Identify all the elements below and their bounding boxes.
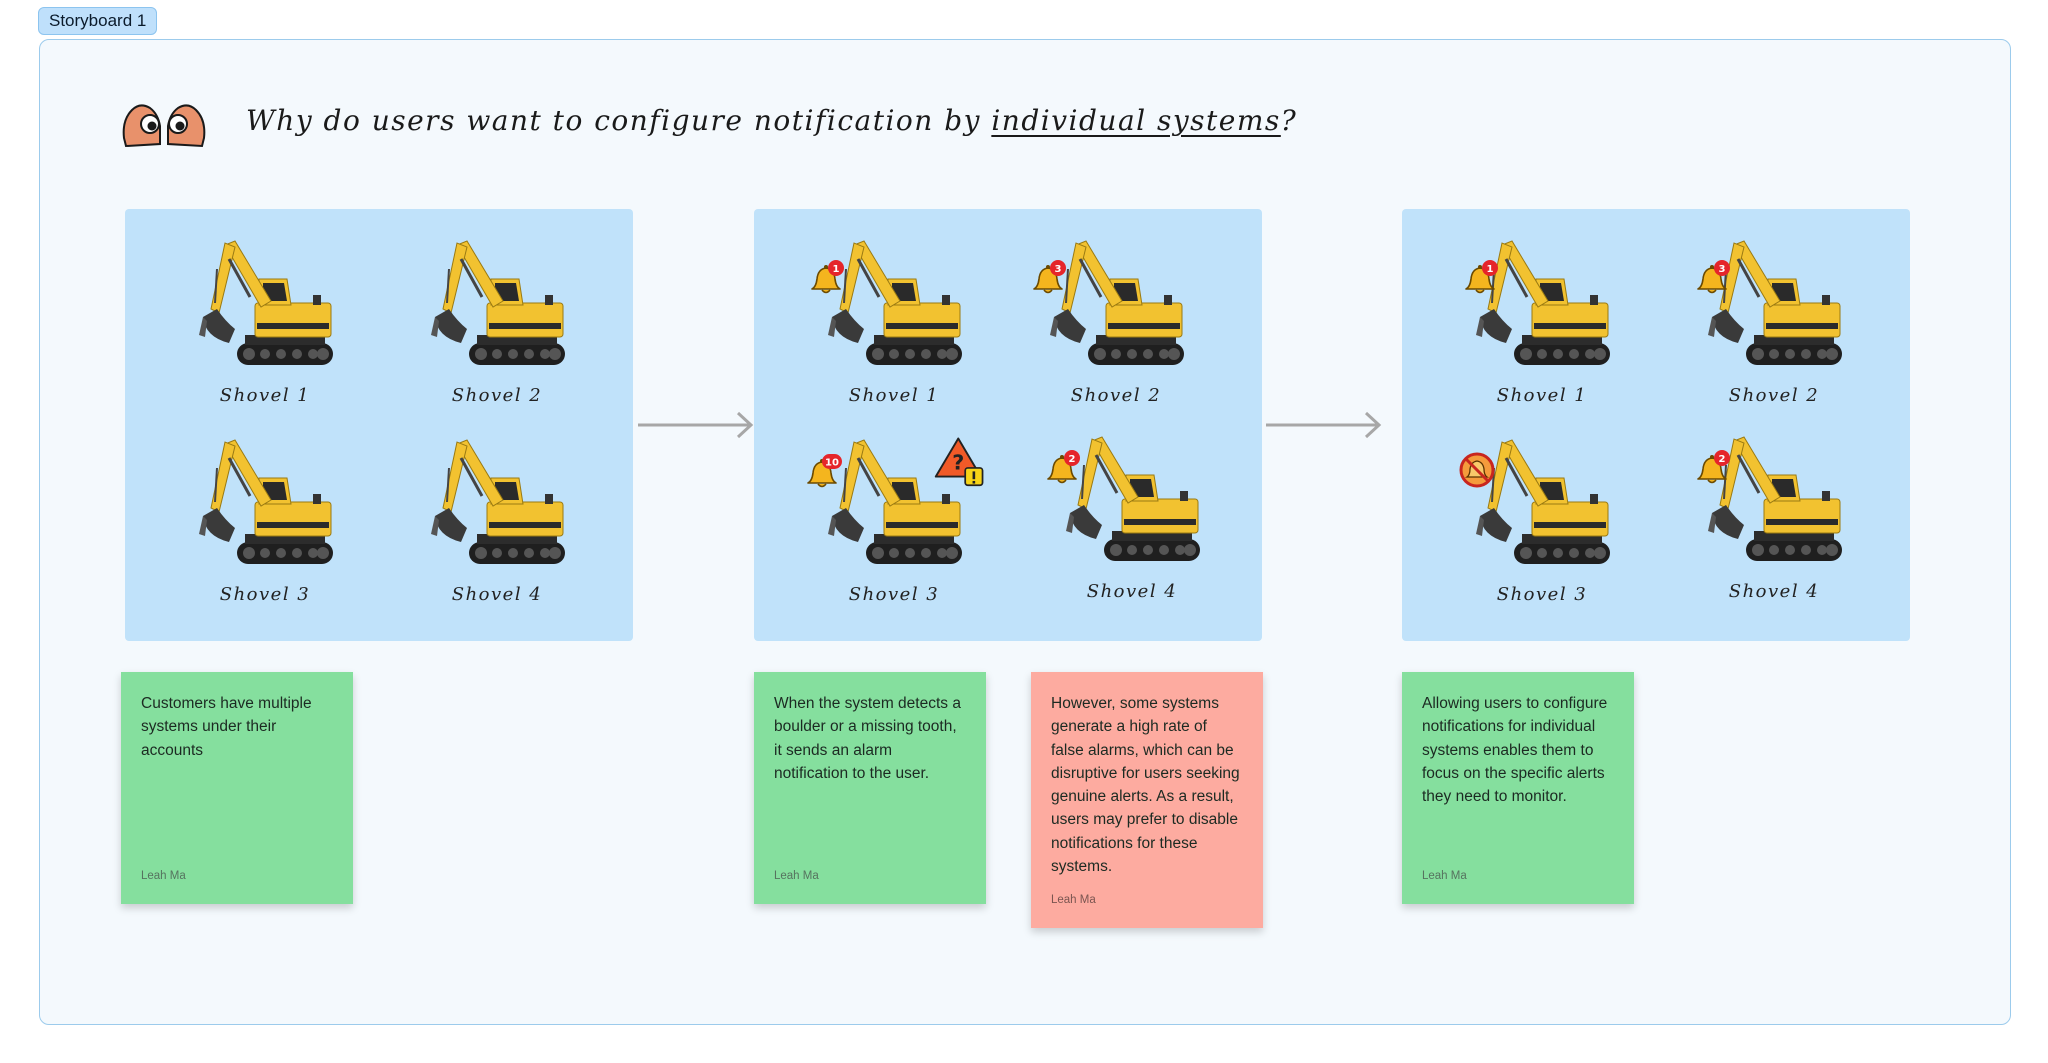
shovel-card[interactable]: Shovel 3 bbox=[165, 438, 365, 618]
panel-configured[interactable]: Shovel 1 Shovel 2 Shovel 3 Shovel 4 1 3 … bbox=[1402, 209, 1910, 641]
excavator-icon bbox=[1062, 435, 1202, 565]
badge-count: 2 bbox=[1069, 454, 1076, 465]
bell-notification-icon[interactable]: 1 bbox=[1462, 259, 1500, 297]
shovel-card[interactable]: Shovel 1 bbox=[1442, 239, 1642, 419]
panel-initial[interactable]: Shovel 1 Shovel 2 Shovel 3 Shovel 4 bbox=[125, 209, 633, 641]
badge-count: 1 bbox=[833, 264, 840, 275]
shovel-label: Shovel 2 bbox=[1728, 385, 1820, 406]
shovel-card[interactable]: Shovel 3 bbox=[794, 438, 994, 618]
shovel-label: Shovel 1 bbox=[1496, 385, 1588, 406]
sticky-note[interactable]: When the system detects a boulder or a m… bbox=[754, 672, 986, 904]
bell-notification-icon[interactable]: 2 bbox=[1694, 449, 1732, 487]
shovel-label: Shovel 4 bbox=[451, 584, 543, 605]
badge-count: 2 bbox=[1719, 454, 1726, 465]
bell-notification-icon[interactable]: 2 bbox=[1044, 449, 1082, 487]
shovel-card[interactable]: Shovel 2 bbox=[397, 239, 597, 419]
note-author: Leah Ma bbox=[774, 870, 819, 882]
shovel-card[interactable]: Shovel 3 bbox=[1442, 438, 1642, 618]
shovel-card[interactable]: Shovel 1 bbox=[794, 239, 994, 419]
note-author: Leah Ma bbox=[1422, 870, 1467, 882]
shovel-card[interactable]: Shovel 4 bbox=[397, 438, 597, 618]
shovel-label: Shovel 3 bbox=[1496, 584, 1588, 605]
excavator-icon bbox=[195, 239, 335, 369]
bell-notification-icon[interactable]: 3 bbox=[1030, 259, 1068, 297]
note-text: Customers have multiple systems under th… bbox=[141, 695, 312, 759]
badge-count: 1 bbox=[1487, 264, 1494, 275]
shovel-label: Shovel 1 bbox=[848, 385, 940, 406]
shovel-card[interactable]: Shovel 1 bbox=[165, 239, 365, 419]
panel-alarms[interactable]: Shovel 1 Shovel 2 Shovel 3 Shovel 4 1 3 … bbox=[754, 209, 1262, 641]
shovel-label: Shovel 3 bbox=[848, 584, 940, 605]
note-author: Leah Ma bbox=[141, 870, 186, 882]
bell-notification-icon[interactable]: 10 bbox=[804, 453, 842, 491]
badge-count: 3 bbox=[1719, 264, 1726, 275]
title-suffix: ? bbox=[1280, 104, 1298, 137]
sticky-note[interactable]: Customers have multiple systems under th… bbox=[121, 672, 353, 904]
note-text: Allowing users to configure notification… bbox=[1422, 695, 1608, 806]
sticky-note[interactable]: Allowing users to configure notification… bbox=[1402, 672, 1634, 904]
page-title: Why do users want to configure notificat… bbox=[246, 104, 1297, 137]
excavator-icon bbox=[195, 438, 335, 568]
shovel-label: Shovel 4 bbox=[1086, 581, 1178, 602]
shovel-card[interactable]: Shovel 4 bbox=[1032, 435, 1232, 615]
shovel-label: Shovel 4 bbox=[1728, 581, 1820, 602]
badge-count: 10 bbox=[825, 458, 839, 469]
excavator-icon bbox=[427, 438, 567, 568]
bell-muted-icon[interactable] bbox=[1458, 451, 1496, 489]
storyboard-label[interactable]: Storyboard 1 bbox=[38, 7, 158, 35]
shovel-label: Shovel 1 bbox=[219, 385, 311, 406]
bell-notification-icon[interactable]: 1 bbox=[808, 259, 846, 297]
shovel-label: Shovel 2 bbox=[1070, 385, 1162, 406]
note-text: However, some systems generate a high ra… bbox=[1051, 695, 1240, 876]
warning-question-icon bbox=[934, 435, 986, 487]
arrow-right-icon bbox=[636, 410, 756, 440]
title-prefix: Why do users want to configure notificat… bbox=[246, 104, 992, 137]
shovel-label: Shovel 3 bbox=[219, 584, 311, 605]
arrow-right-icon bbox=[1264, 410, 1384, 440]
note-text: When the system detects a boulder or a m… bbox=[774, 695, 961, 782]
excavator-icon bbox=[427, 239, 567, 369]
shovel-card[interactable]: Shovel 2 bbox=[1674, 239, 1874, 419]
shovel-card[interactable]: Shovel 4 bbox=[1674, 435, 1874, 615]
shovel-label: Shovel 2 bbox=[451, 385, 543, 406]
hands-binoculars-icon bbox=[122, 104, 206, 148]
title-emphasis: individual systems bbox=[991, 104, 1281, 137]
shovel-card[interactable]: Shovel 2 bbox=[1016, 239, 1216, 419]
note-author: Leah Ma bbox=[1051, 894, 1096, 906]
bell-notification-icon[interactable]: 3 bbox=[1694, 259, 1732, 297]
sticky-note[interactable]: However, some systems generate a high ra… bbox=[1031, 672, 1263, 928]
badge-count: 3 bbox=[1055, 264, 1062, 275]
